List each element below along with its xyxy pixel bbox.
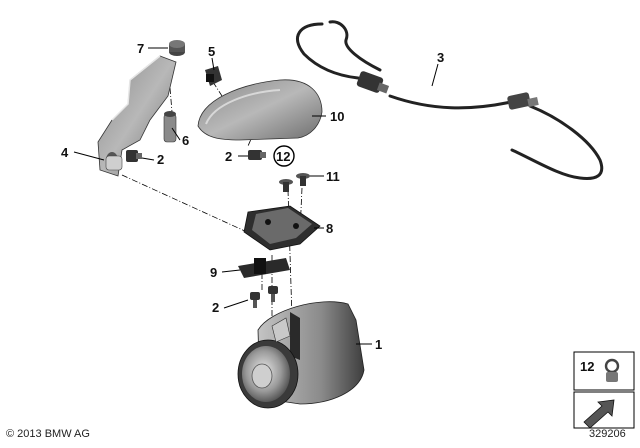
inset-callout-12: 12: [580, 359, 594, 374]
clip-part-5: [205, 66, 222, 86]
connector-part-3b: [507, 92, 539, 110]
fog-light-part-1: [237, 301, 365, 409]
callout-10: 10: [330, 109, 344, 124]
cable-part-3: [296, 20, 604, 180]
inset-box-12: 12: [573, 351, 635, 391]
callout-2-lower: 2: [212, 300, 219, 315]
callout-4: 4: [61, 145, 69, 160]
plate-part-8: [243, 205, 321, 251]
bracket-part-4: [97, 55, 177, 177]
callout-9: 9: [210, 265, 217, 280]
leader-lines: [73, 47, 439, 345]
callout-6: 6: [182, 133, 189, 148]
screw-part-2-middle: [248, 150, 266, 160]
callout-1: 1: [375, 337, 382, 352]
callout-2-middle: 2: [225, 149, 232, 164]
callout-numbers: 7 5 3 4 6 2 10 2 12 11 8 9 2 1: [61, 41, 444, 352]
cap-part-7: [169, 40, 185, 56]
callout-11: 11: [326, 169, 340, 184]
bolt-part-6: [163, 111, 177, 143]
diagram-id: 329206: [589, 428, 626, 440]
screw-part-2-upper: [126, 150, 142, 162]
callout-circle-12: [273, 145, 295, 167]
screws-part-2-lower: [250, 286, 278, 308]
inset-box-arrow: [573, 391, 635, 429]
cover-part-10: [197, 79, 323, 141]
clamp-part-9: [238, 258, 290, 278]
copyright-text: © 2013 BMW AG: [6, 428, 90, 440]
callout-3: 3: [437, 50, 444, 65]
callout-5: 5: [208, 44, 215, 59]
callout-8: 8: [326, 221, 333, 236]
callout-12: 12: [276, 149, 290, 164]
callout-2-upper: 2: [157, 152, 164, 167]
callout-7: 7: [137, 41, 144, 56]
screws-part-11: [279, 173, 310, 192]
connector-part-3a: [356, 71, 390, 94]
